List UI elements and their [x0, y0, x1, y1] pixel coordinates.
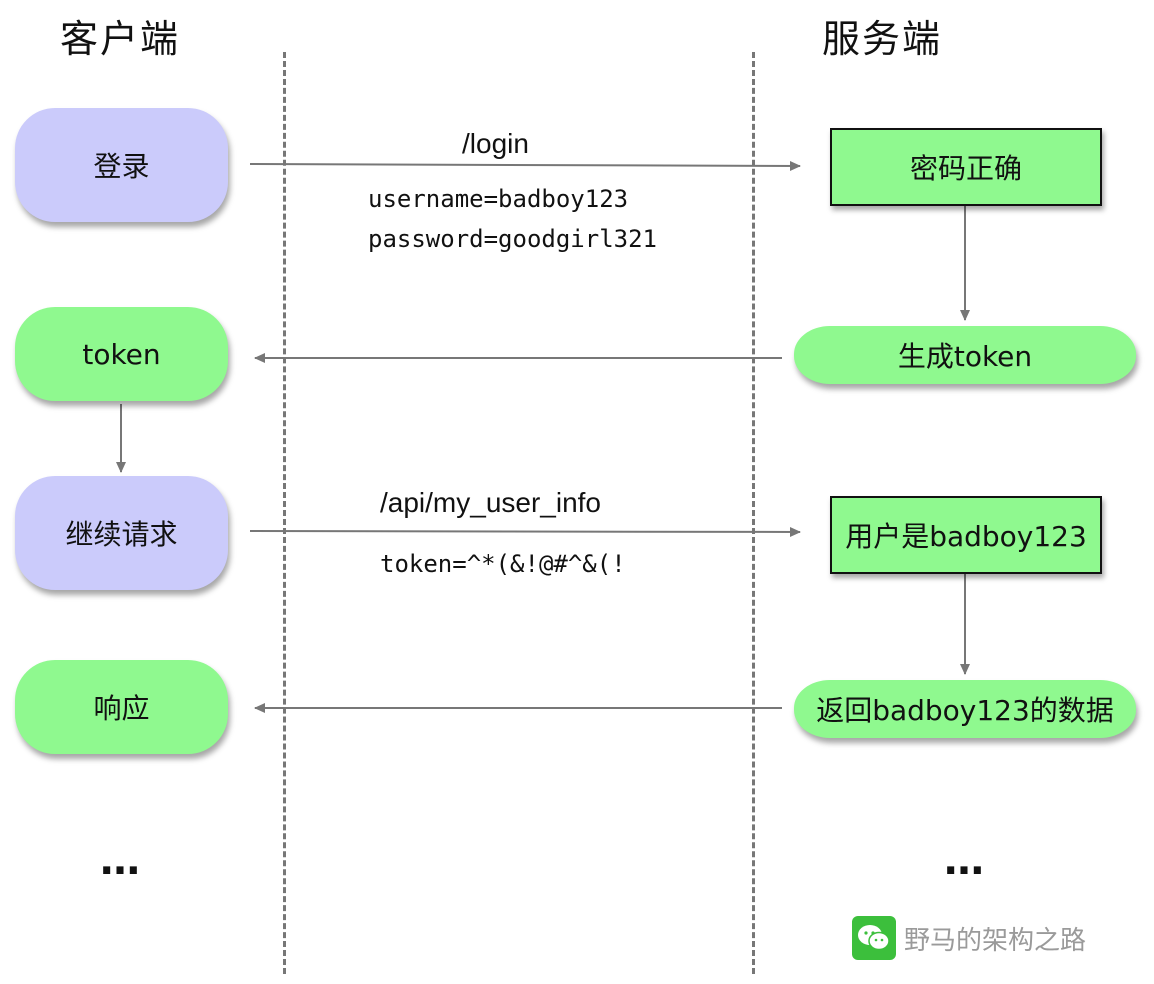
login-path-label: /login — [462, 128, 529, 159]
generate-token-node: 生成token — [794, 326, 1136, 384]
client-lane-divider — [283, 52, 286, 974]
client-ellipsis: … — [100, 838, 144, 884]
wechat-icon — [852, 916, 896, 960]
login-username-label: username=badboy123 — [368, 185, 629, 213]
response-node: 响应 — [15, 660, 228, 754]
continue-request-node: 继续请求 — [15, 476, 228, 590]
return-data-node: 返回badboy123的数据 — [794, 680, 1136, 738]
api-path-label: /api/my_user_info — [380, 487, 602, 518]
login-password-label: password=goodgirl321 — [368, 225, 657, 253]
login-request-arrow — [249, 160, 801, 171]
server-ellipsis: … — [944, 838, 988, 884]
user-identified-node: 用户是badboy123 — [830, 496, 1102, 574]
api-token-label: token=^*(&!@#^&(! — [380, 550, 626, 578]
login-node: 登录 — [15, 108, 228, 222]
watermark-text: 野马的架构之路 — [904, 925, 1087, 956]
token-node: token — [15, 307, 228, 401]
password-correct-node: 密码正确 — [830, 128, 1102, 206]
server-column-title: 服务端 — [822, 17, 943, 61]
api-request-arrow — [249, 526, 801, 537]
watermark: 野马的架构之路 — [852, 916, 1086, 960]
client-column-title: 客户端 — [60, 17, 181, 61]
server-lane-divider — [752, 52, 755, 974]
